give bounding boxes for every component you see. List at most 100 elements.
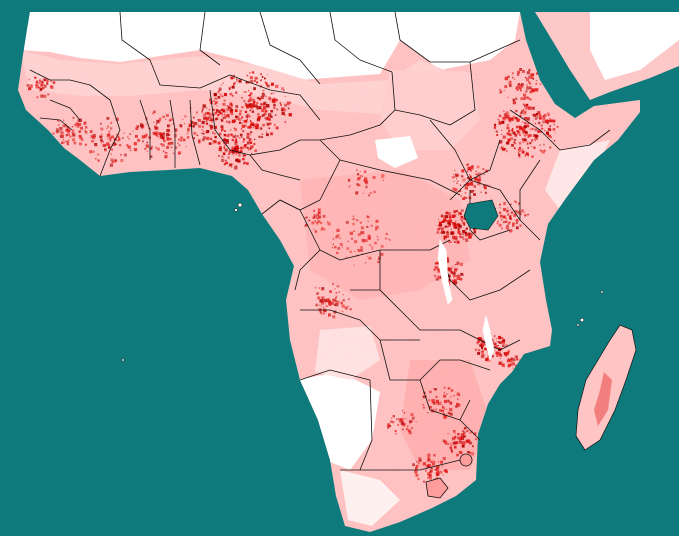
hotspot-pixel	[447, 280, 451, 283]
hotspot-pixel	[367, 237, 371, 241]
hotspot-pixel	[188, 136, 190, 138]
hotspot-pixel	[481, 347, 484, 350]
hotspot-pixel	[463, 427, 467, 430]
hotspot-pixel	[509, 216, 511, 218]
hotspot-pixel	[168, 119, 171, 122]
hotspot-pixel	[43, 84, 46, 87]
hotspot-pixel	[543, 143, 545, 146]
hotspot-pixel	[494, 124, 497, 127]
hotspot-pixel	[552, 119, 556, 123]
hotspot-pixel	[241, 116, 244, 119]
hotspot-pixel	[254, 149, 257, 152]
hotspot-pixel	[115, 117, 119, 121]
hotspot-pixel	[348, 185, 351, 188]
hotspot-pixel	[313, 214, 318, 218]
hotspot-pixel	[449, 408, 453, 412]
hotspot-pixel	[333, 298, 336, 302]
hotspot-pixel	[109, 139, 112, 142]
hotspot-pixel	[519, 134, 521, 136]
hotspot-pixel	[399, 419, 401, 421]
hotspot-pixel	[92, 136, 96, 140]
hotspot-pixel	[517, 84, 521, 88]
hotspot-pixel	[402, 422, 406, 427]
hotspot-pixel	[238, 79, 242, 83]
hotspot-pixel	[274, 124, 276, 126]
hotspot-pixel	[510, 117, 514, 121]
hotspot-pixel	[526, 124, 530, 128]
hotspot-pixel	[512, 358, 516, 362]
hotspot-pixel	[451, 176, 454, 179]
hotspot-pixel	[313, 214, 315, 216]
hotspot-pixel	[244, 110, 248, 113]
hotspot-pixel	[444, 219, 447, 222]
hotspot-pixel	[512, 224, 515, 227]
hotspot-pixel	[100, 142, 102, 144]
hotspot-pixel	[201, 120, 205, 125]
hotspot-pixel	[466, 182, 470, 186]
hotspot-pixel	[257, 113, 260, 116]
hotspot-pixel	[223, 113, 226, 116]
hotspot-pixel	[506, 224, 509, 227]
hotspot-pixel	[547, 127, 551, 131]
hotspot-pixel	[389, 239, 391, 241]
hotspot-pixel	[476, 173, 479, 176]
hotspot-pixel	[543, 149, 546, 152]
hotspot-pixel	[468, 233, 471, 236]
hotspot-pixel	[457, 180, 459, 182]
hotspot-pixel	[498, 336, 502, 340]
hotspot-pixel	[446, 257, 449, 260]
hotspot-pixel	[459, 262, 463, 266]
hotspot-pixel	[516, 88, 519, 91]
hotspot-pixel	[475, 173, 477, 175]
hotspot-pixel	[457, 433, 460, 436]
hotspot-pixel	[68, 139, 70, 141]
hotspot-pixel	[258, 97, 260, 99]
hotspot-pixel	[84, 126, 88, 129]
hotspot-pixel	[205, 123, 208, 125]
hotspot-pixel	[141, 135, 145, 139]
hotspot-pixel	[546, 121, 549, 125]
hotspot-pixel	[263, 101, 267, 105]
hotspot-pixel	[78, 130, 81, 133]
hotspot-pixel	[336, 300, 340, 304]
hotspot-pixel	[510, 211, 514, 214]
hotspot-pixel	[229, 88, 231, 91]
hotspot-pixel	[350, 237, 354, 240]
hotspot-pixel	[430, 460, 433, 464]
hotspot-pixel	[556, 125, 559, 128]
hotspot-pixel	[257, 116, 261, 120]
hotspot-pixel	[469, 232, 473, 236]
hotspot-pixel	[107, 125, 110, 128]
hotspot-pixel	[427, 457, 430, 459]
hotspot-pixel	[450, 396, 452, 398]
hotspot-pixel	[466, 170, 469, 173]
hotspot-pixel	[387, 423, 390, 426]
hotspot-pixel	[174, 146, 178, 149]
hotspot-pixel	[156, 147, 160, 151]
hotspot-pixel	[437, 275, 441, 279]
hotspot-pixel	[503, 215, 506, 219]
hotspot-pixel	[243, 161, 246, 164]
hotspot-pixel	[345, 221, 349, 224]
hotspot-pixel	[466, 237, 468, 239]
hotspot-pixel	[60, 131, 64, 135]
hotspot-pixel	[515, 109, 518, 113]
hotspot-pixel	[127, 145, 131, 149]
hotspot-pixel	[142, 140, 144, 143]
hotspot-pixel	[398, 421, 400, 423]
hotspot-pixel	[522, 70, 525, 73]
hotspot-pixel	[228, 116, 231, 118]
hotspot-pixel	[465, 239, 469, 242]
hotspot-pixel	[429, 476, 432, 480]
hotspot-pixel	[249, 120, 252, 123]
hotspot-pixel	[360, 249, 363, 252]
hotspot-pixel	[506, 126, 510, 130]
hotspot-pixel	[246, 74, 249, 77]
hotspot-pixel	[466, 164, 468, 166]
hotspot-pixel	[377, 238, 379, 241]
hotspot-pixel	[208, 124, 211, 127]
hotspot-pixel	[472, 190, 475, 192]
hotspot-pixel	[331, 247, 334, 249]
hotspot-pixel	[534, 140, 536, 142]
hotspot-pixel	[66, 142, 69, 146]
